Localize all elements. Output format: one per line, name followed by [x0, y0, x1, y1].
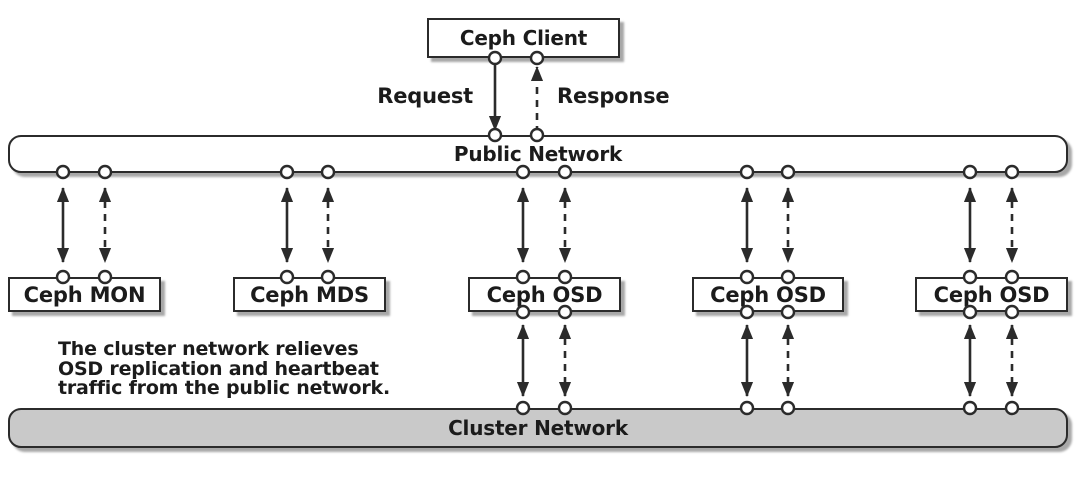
ceph-osd-label-2: Ceph OSD: [710, 282, 826, 307]
response-label: Response: [557, 84, 670, 108]
ceph-osd-box-1: Ceph OSD: [468, 277, 621, 312]
public-network-bar: Public Network: [8, 135, 1068, 173]
ceph-mds-label: Ceph MDS: [250, 282, 369, 307]
ceph-osd-label-3: Ceph OSD: [933, 282, 1050, 307]
annotation-line-3: traffic from the public network.: [58, 377, 390, 399]
ceph-osd-box-2: Ceph OSD: [692, 277, 844, 312]
ceph-mon-label: Ceph MON: [23, 282, 146, 307]
public-network-label: Public Network: [453, 142, 623, 166]
cluster-network-bar: Cluster Network: [8, 408, 1068, 448]
cluster-network-annotation: The cluster network relieves OSD replica…: [58, 338, 390, 399]
ceph-mon-box: Ceph MON: [8, 277, 161, 312]
ceph-client-box: Ceph Client: [427, 18, 620, 58]
ceph-osd-box-3: Ceph OSD: [915, 277, 1068, 312]
request-label: Request: [377, 84, 473, 108]
cluster-network-label: Cluster Network: [448, 416, 628, 440]
ceph-client-label: Ceph Client: [459, 26, 588, 50]
ceph-osd-label-1: Ceph OSD: [486, 282, 603, 307]
ceph-mds-box: Ceph MDS: [233, 277, 386, 312]
annotation-line-2: OSD replication and heartbeat: [58, 357, 379, 380]
annotation-line-1: The cluster network relieves: [58, 338, 359, 360]
